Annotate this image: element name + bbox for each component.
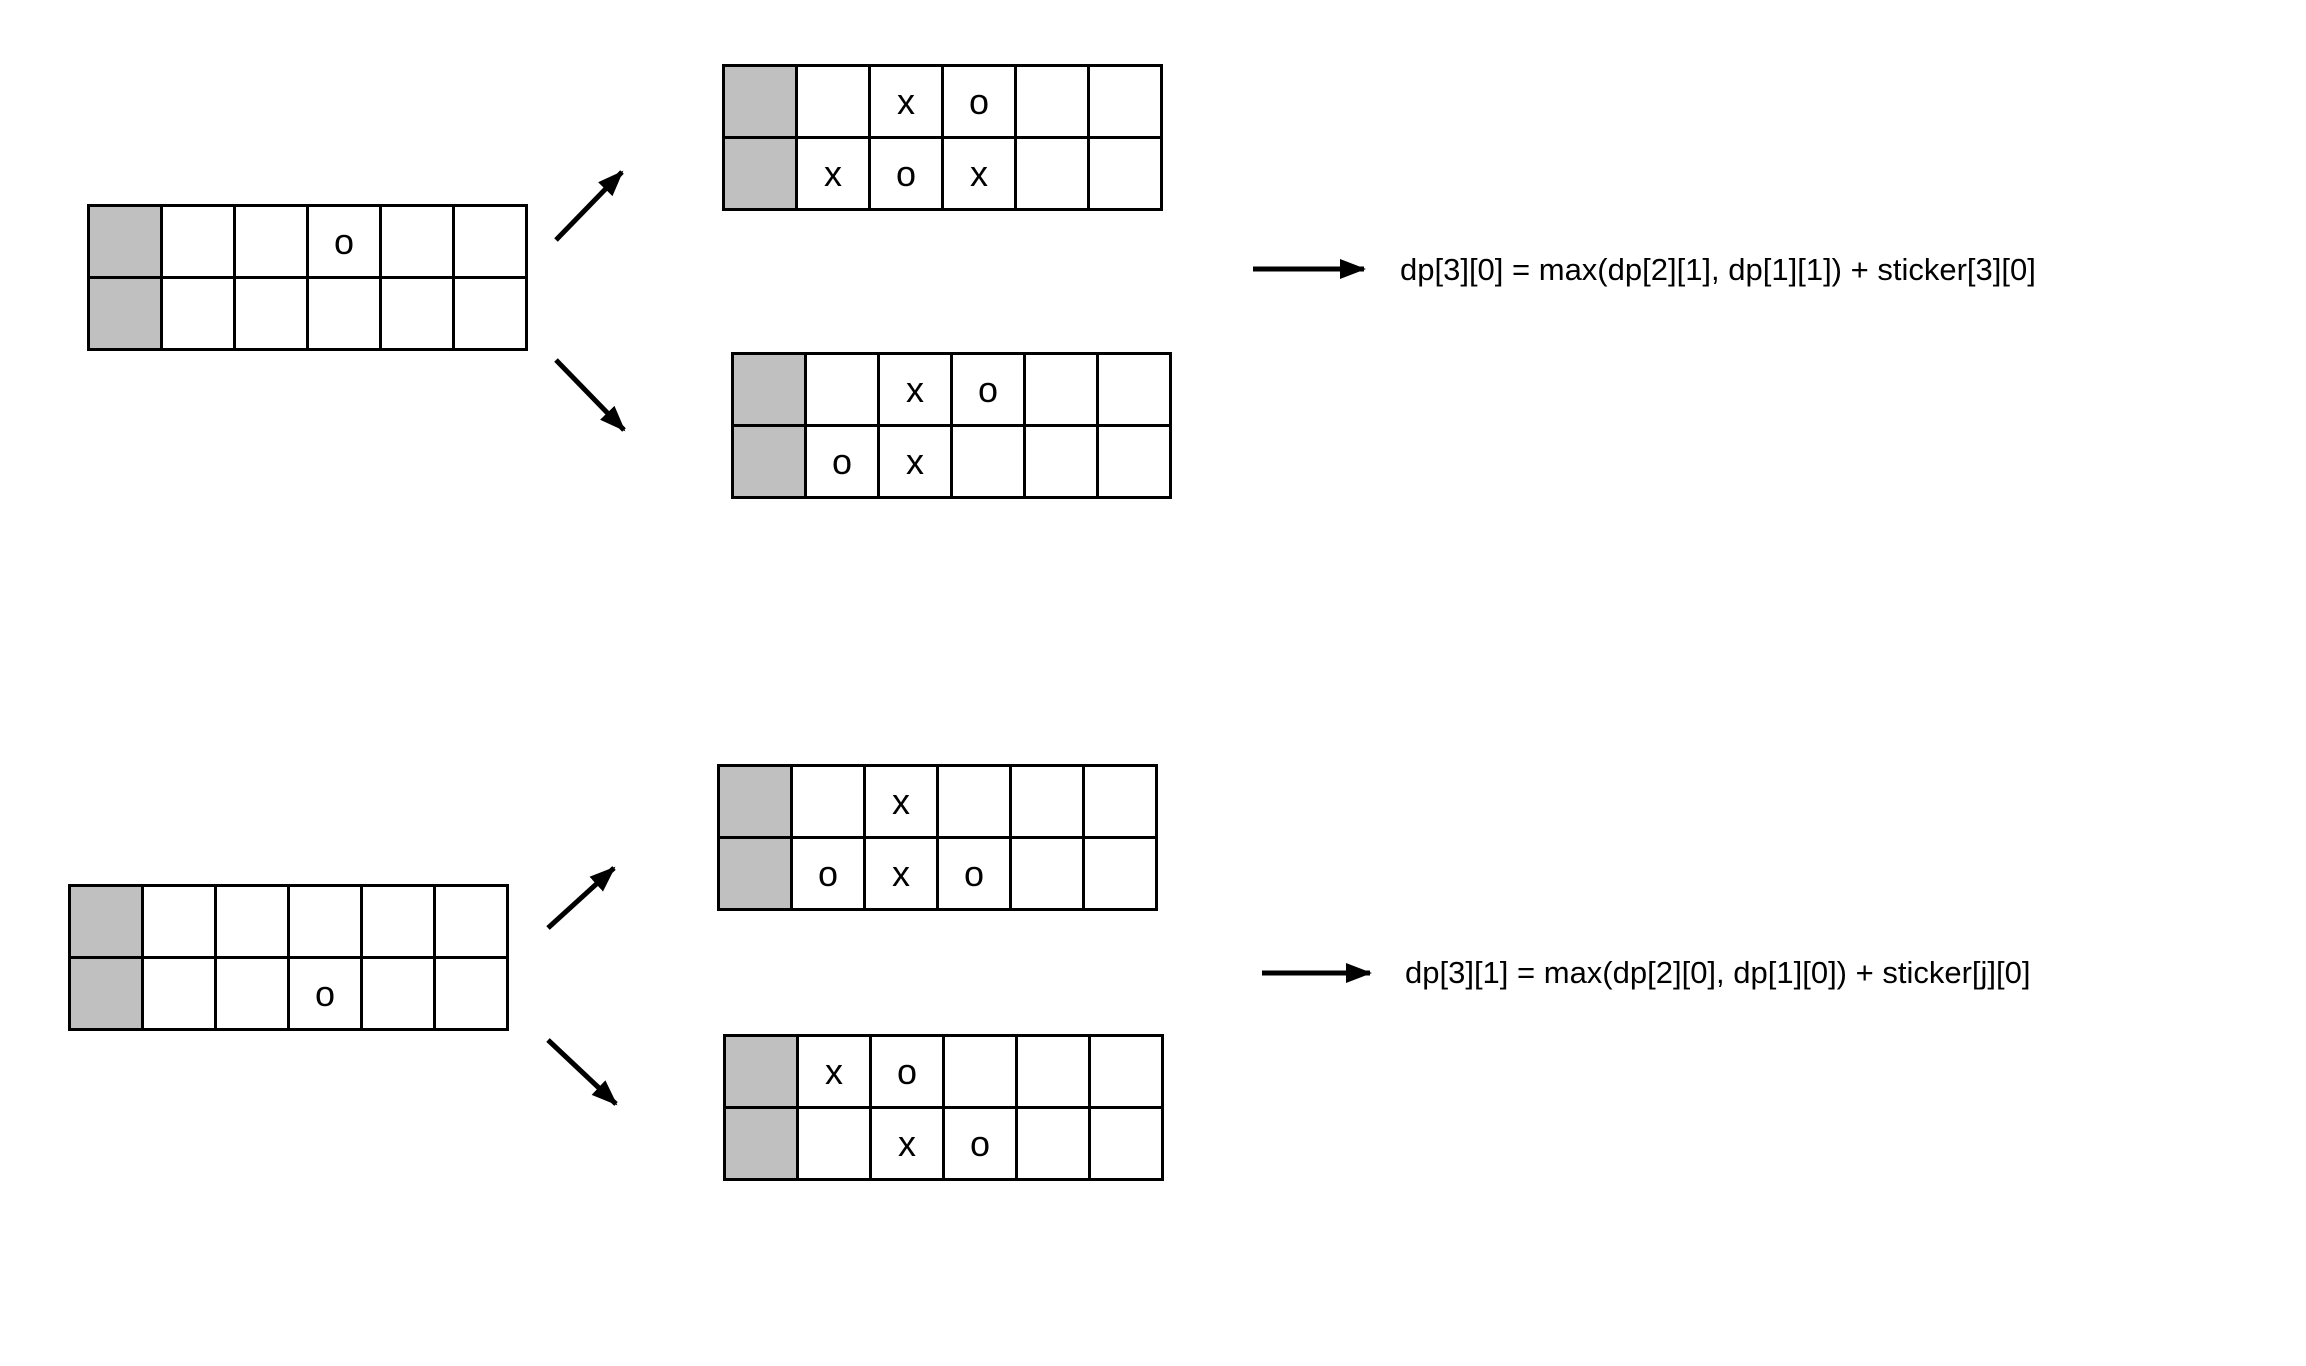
grid-cell [236, 279, 306, 348]
grid-cell [939, 767, 1009, 836]
formula-bottom: dp[3][1] = max(dp[2][0], dp[1][0]) + sti… [1405, 955, 2031, 990]
grid-cell [1018, 1037, 1088, 1106]
grid-bottom-source: o [68, 884, 509, 1031]
grid-cell [455, 279, 525, 348]
grid-cell [1085, 767, 1155, 836]
grid-cell [290, 887, 360, 956]
grid-cell [1085, 839, 1155, 908]
grid-cell: x [866, 767, 936, 836]
grid-cell: o [871, 139, 941, 208]
grid-cell: o [939, 839, 1009, 908]
grid-cell [455, 207, 525, 276]
grid-cell [144, 959, 214, 1028]
grid-cell: o [945, 1109, 1015, 1178]
grid-cell: x [872, 1109, 942, 1178]
grid-top-branch2: x o o x [731, 352, 1172, 499]
grid-cell: x [798, 139, 868, 208]
arrow-top-down-icon [554, 358, 626, 432]
grid-cell [799, 1109, 869, 1178]
grid-cell: x [866, 839, 936, 908]
grid-cell-gray [720, 767, 790, 836]
grid-cell [1091, 1109, 1161, 1178]
grid-cell [309, 279, 379, 348]
grid-cell-gray [726, 1037, 796, 1106]
grid-cell [1026, 355, 1096, 424]
grid-cell [1090, 67, 1160, 136]
grid-cell: x [799, 1037, 869, 1106]
grid-cell [217, 959, 287, 1028]
arrow-top-up-icon [554, 170, 624, 242]
grid-cell [144, 887, 214, 956]
grid-cell-gray [725, 67, 795, 136]
grid-cell-gray [720, 839, 790, 908]
grid-cell [793, 767, 863, 836]
grid-cell: o [953, 355, 1023, 424]
grid-cell: o [872, 1037, 942, 1106]
grid-cell [163, 207, 233, 276]
grid-cell [798, 67, 868, 136]
grid-bottom-branch1: x o x o [717, 764, 1158, 911]
grid-cell: o [807, 427, 877, 496]
grid-cell: o [290, 959, 360, 1028]
grid-cell [363, 887, 433, 956]
grid-cell [236, 207, 306, 276]
grid-cell [436, 887, 506, 956]
grid-cell [363, 959, 433, 1028]
grid-cell [1012, 767, 1082, 836]
grid-cell-gray [71, 887, 141, 956]
grid-cell: o [944, 67, 1014, 136]
grid-cell [217, 887, 287, 956]
grid-cell-gray [90, 279, 160, 348]
grid-cell [382, 279, 452, 348]
grid-cell [945, 1037, 1015, 1106]
grid-cell [1091, 1037, 1161, 1106]
grid-top-branch1: x o x o x [722, 64, 1163, 211]
formula-top: dp[3][0] = max(dp[2][1], dp[1][1]) + sti… [1400, 252, 2036, 287]
grid-cell [382, 207, 452, 276]
grid-cell-gray [71, 959, 141, 1028]
grid-cell [1026, 427, 1096, 496]
grid-cell: x [880, 427, 950, 496]
grid-cell [1090, 139, 1160, 208]
grid-cell [1012, 839, 1082, 908]
grid-cell-gray [725, 139, 795, 208]
grid-cell-gray [726, 1109, 796, 1178]
grid-cell [1099, 355, 1169, 424]
grid-cell [1017, 139, 1087, 208]
grid-cell: x [871, 67, 941, 136]
grid-top-source: o [87, 204, 528, 351]
grid-cell: x [880, 355, 950, 424]
grid-cell: o [309, 207, 379, 276]
arrow-bottom-down-icon [546, 1038, 618, 1106]
arrow-bottom-up-icon [546, 866, 616, 930]
grid-bottom-branch2: x o x o [723, 1034, 1164, 1181]
grid-cell [1099, 427, 1169, 496]
grid-cell: o [793, 839, 863, 908]
grid-cell [1017, 67, 1087, 136]
grid-cell [436, 959, 506, 1028]
grid-cell [807, 355, 877, 424]
grid-cell-gray [90, 207, 160, 276]
grid-cell [953, 427, 1023, 496]
grid-cell: x [944, 139, 1014, 208]
grid-cell [1018, 1109, 1088, 1178]
grid-cell [163, 279, 233, 348]
grid-cell-gray [734, 355, 804, 424]
grid-cell-gray [734, 427, 804, 496]
